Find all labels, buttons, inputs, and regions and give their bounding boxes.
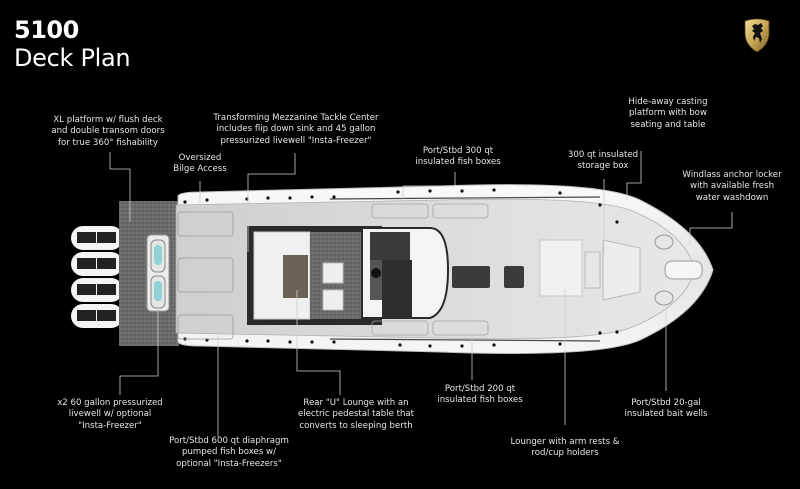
engine-2 xyxy=(71,252,123,276)
rod-holders xyxy=(183,188,619,348)
deck-plan-heading: Deck Plan xyxy=(14,44,131,73)
callout-bilge-access: Oversized Bilge Access xyxy=(173,153,227,175)
page-title: 5100 Deck Plan xyxy=(14,16,131,73)
leader-casting xyxy=(626,151,642,201)
leader-windlass xyxy=(689,212,733,245)
center-console xyxy=(361,227,524,319)
callout-platform: XL platform w/ flush deck and double tra… xyxy=(51,115,165,148)
callout-fishbox-600qt: Port/Stbd 600 qt diaphragm pumped fish b… xyxy=(169,436,289,469)
callout-rear-u-lounge: Rear "U" Lounge with an electric pedesta… xyxy=(297,398,415,431)
leader-livewell xyxy=(119,311,159,395)
engine-1 xyxy=(71,226,123,250)
leader-mezzanine xyxy=(247,153,296,252)
leader-fishbox300 xyxy=(402,172,456,208)
callout-fishbox-300qt: Port/Stbd 300 qt insulated fish boxes xyxy=(415,146,501,168)
callout-mezzanine-tackle-center: Transforming Mezzanine Tackle Center inc… xyxy=(213,113,379,146)
callout-storage-box: 300 qt insulated storage box xyxy=(567,150,639,172)
aft-fish-boxes xyxy=(177,211,234,340)
model-number: 5100 xyxy=(14,16,79,44)
engine-4 xyxy=(71,304,123,328)
leader-lines xyxy=(109,151,733,437)
leader-lounge xyxy=(296,290,341,395)
side-fish-boxes xyxy=(371,203,489,336)
callout-livewell: x2 60 gallon pressurized livewell w/ opt… xyxy=(57,398,163,431)
callout-fishbox-200qt: Port/Stbd 200 qt insulated fish boxes xyxy=(437,384,523,406)
leader-platform xyxy=(109,152,131,222)
callout-bait-wells: Port/Stbd 20-gal insulated bait wells xyxy=(624,398,708,420)
transom-livewells xyxy=(146,234,170,312)
callout-lounger: Lounger with arm rests & rod/cup holders xyxy=(510,437,620,459)
shield-horse-logo-icon xyxy=(744,18,770,53)
engine-3 xyxy=(71,278,123,302)
callout-windlass-locker: Windlass anchor locker with available fr… xyxy=(682,170,782,203)
callout-casting-platform: Hide-away casting platform with bow seat… xyxy=(628,97,708,130)
outboard-engines xyxy=(71,226,123,328)
forward-lounger xyxy=(539,234,703,306)
rear-u-lounge xyxy=(247,226,382,325)
